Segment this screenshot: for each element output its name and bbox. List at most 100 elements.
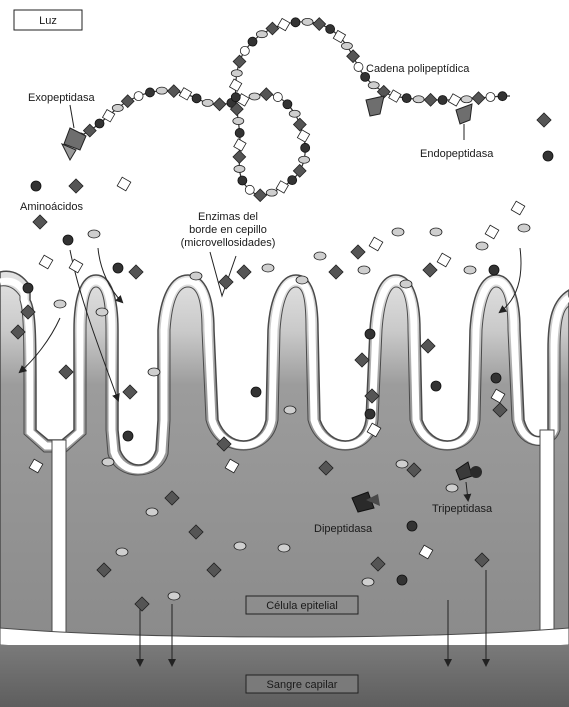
cadena-label: Cadena polipeptídica (366, 63, 470, 75)
amino-acid-bead (262, 264, 274, 272)
amino-acid-bead (365, 329, 375, 339)
amino-acid-bead (134, 92, 143, 101)
amino-acid-bead (369, 237, 383, 251)
amino-acid-bead (491, 373, 501, 383)
amino-acid-bead (438, 95, 447, 104)
amino-acid-bead (537, 113, 551, 127)
luz-label: Luz (39, 15, 57, 27)
sangre-label: Sangre capilar (267, 679, 338, 691)
amino-acid-bead (202, 99, 213, 106)
cell-junction-left (52, 440, 66, 640)
amino-acid-bead (396, 460, 408, 468)
enzimas-pointer-lines (210, 252, 236, 296)
amino-acid-bead (219, 275, 233, 289)
amino-acid-bead (485, 225, 499, 239)
amino-acid-bead (358, 266, 370, 274)
amino-acid-bead (168, 592, 180, 600)
enzimas-label-line3: (microvellosidades) (181, 237, 276, 249)
endopeptidasa-label: Endopeptidasa (420, 148, 494, 160)
exopeptidase-enzyme (62, 105, 86, 160)
amino-acid-bead (362, 578, 374, 586)
amino-acid-bead (266, 189, 277, 196)
amino-acid-bead (167, 85, 180, 98)
amino-acid-bead (368, 82, 379, 89)
amino-acid-bead (283, 100, 292, 109)
amino-acid-bead (245, 185, 254, 194)
amino-acid-bead (489, 265, 499, 275)
amino-acid-bead (302, 18, 313, 25)
amino-acid-bead (472, 92, 485, 105)
amino-acid-bead (190, 272, 202, 280)
cell-junction-right (540, 430, 554, 640)
amino-acid-bead (116, 548, 128, 556)
tripeptidasa-label: Tripeptidasa (432, 503, 493, 515)
amino-acid-bead (240, 46, 249, 55)
amino-acid-bead (31, 181, 41, 191)
amino-acid-bead (365, 409, 375, 419)
amino-acid-bead (234, 139, 246, 151)
amino-acid-bead (123, 431, 133, 441)
amino-acid-bead (146, 508, 158, 516)
amino-acid-bead (69, 179, 83, 193)
amino-acid-bead (233, 151, 246, 164)
amino-acid-bead (448, 94, 460, 106)
amino-acid-bead (112, 104, 123, 111)
amino-acid-bead (397, 575, 407, 585)
amino-acid-bead (301, 143, 310, 152)
amino-acid-bead (179, 88, 191, 100)
amino-acid-bead (273, 93, 282, 102)
amino-acid-bead (296, 276, 308, 284)
amino-acid-bead (461, 96, 472, 103)
amino-acid-bead (192, 94, 201, 103)
amino-acid-bead (117, 177, 131, 191)
amino-acid-bead (83, 124, 96, 137)
amino-acid-bead (392, 228, 404, 236)
amino-acid-bead (69, 259, 83, 273)
amino-acid-bead (313, 18, 326, 31)
amino-acid-bead (341, 42, 352, 49)
amino-acid-bead (237, 265, 251, 279)
amino-acid-bead (511, 201, 525, 215)
amino-acid-bead (464, 266, 476, 274)
amino-acid-bead (355, 353, 369, 367)
chain-beads (74, 18, 507, 202)
amino-acid-bead (424, 93, 437, 106)
amino-acid-bead (213, 98, 226, 111)
amino-acid-bead (88, 230, 100, 238)
amino-acid-bead (231, 70, 242, 77)
amino-acid-bead (145, 88, 154, 97)
amino-acid-bead (297, 130, 309, 142)
polypeptide-chain (70, 22, 510, 195)
amino-acid-bead (266, 22, 279, 35)
amino-acid-bead (289, 110, 300, 117)
amino-acid-bead (278, 18, 290, 30)
amino-acid-bead (291, 18, 300, 27)
amino-acid-bead (33, 215, 47, 229)
exopeptidasa-label: Exopeptidasa (28, 92, 96, 104)
amino-acid-bead (543, 151, 553, 161)
amino-acid-bead (437, 253, 451, 267)
amino-acid-bead (446, 484, 458, 492)
dipeptidasa-label: Dipeptidasa (314, 523, 373, 535)
amino-acid-bead (249, 93, 260, 100)
amino-acid-bead (156, 87, 167, 94)
amino-acid-bead (431, 381, 441, 391)
amino-acid-bead (498, 92, 507, 101)
amino-acid-bead (121, 95, 134, 108)
aminoacidos-label: Aminoácidos (20, 201, 83, 213)
amino-acid-bead (314, 252, 326, 260)
amino-acid-bead (233, 118, 244, 125)
amino-acid-bead (231, 93, 240, 102)
amino-acid-bead (235, 128, 244, 137)
amino-acid-bead (284, 406, 296, 414)
amino-acid-bead (299, 156, 310, 163)
amino-acid-bead (95, 119, 104, 128)
amino-acid-bead (278, 544, 290, 552)
amino-acid-bead (234, 165, 245, 172)
amino-acid-bead (486, 92, 495, 101)
amino-acid-bead (423, 263, 437, 277)
amino-acid-bead (238, 176, 247, 185)
amino-acid-bead (351, 245, 365, 259)
amino-acid-bead (407, 521, 417, 531)
